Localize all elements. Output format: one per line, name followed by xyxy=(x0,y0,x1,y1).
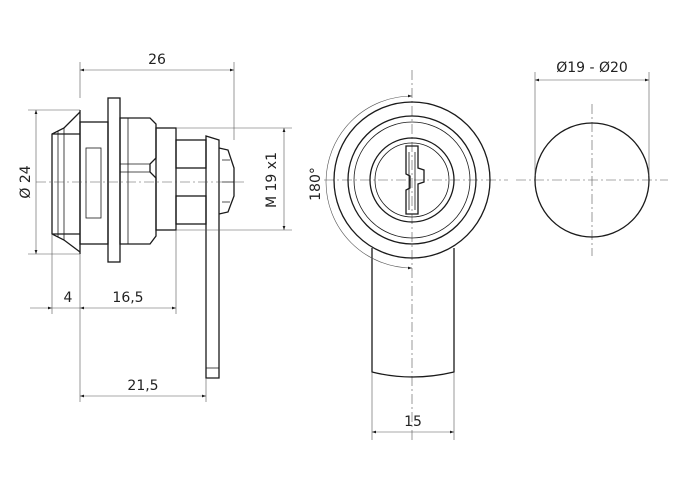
front-bezel xyxy=(51,111,81,253)
front-cam-arm xyxy=(371,248,455,378)
dim-cutout-diameter-label: Ø19 - Ø20 xyxy=(556,60,628,76)
dim-thread: M 19 x1 xyxy=(176,127,292,231)
cam-arm xyxy=(205,135,220,379)
dim-flange-diameter-label: Ø 24 xyxy=(18,165,34,198)
washer xyxy=(107,97,121,263)
side-view xyxy=(36,97,246,379)
dim-overall-length-label: 26 xyxy=(148,52,166,68)
panel-cutout xyxy=(516,104,668,256)
threaded-body xyxy=(155,127,177,231)
dim-cam-width: 15 xyxy=(371,372,455,440)
dim-rotation: 180° xyxy=(308,94,413,270)
dim-front-and-body: 4 16,5 xyxy=(30,230,177,314)
dim-cam-position: 21,5 xyxy=(79,314,207,402)
dim-thread-label: M 19 x1 xyxy=(264,152,280,208)
screw-head xyxy=(218,147,235,215)
hex-nut xyxy=(119,117,157,245)
front-bezel-outer xyxy=(333,101,491,259)
front-view xyxy=(324,70,508,440)
cutout-circle xyxy=(534,122,650,238)
barrel xyxy=(79,121,109,245)
dim-front-offset-label: 4 xyxy=(64,290,73,306)
dim-cutout-diameter: Ø19 - Ø20 xyxy=(534,60,650,176)
dim-rotation-label: 180° xyxy=(308,167,324,201)
dim-cam-position-label: 21,5 xyxy=(127,378,158,394)
dim-flange-diameter: Ø 24 xyxy=(18,109,80,255)
dim-overall-length: 26 xyxy=(79,52,235,140)
dim-cam-width-label: 15 xyxy=(404,414,422,430)
dim-body-length-label: 16,5 xyxy=(112,290,143,306)
